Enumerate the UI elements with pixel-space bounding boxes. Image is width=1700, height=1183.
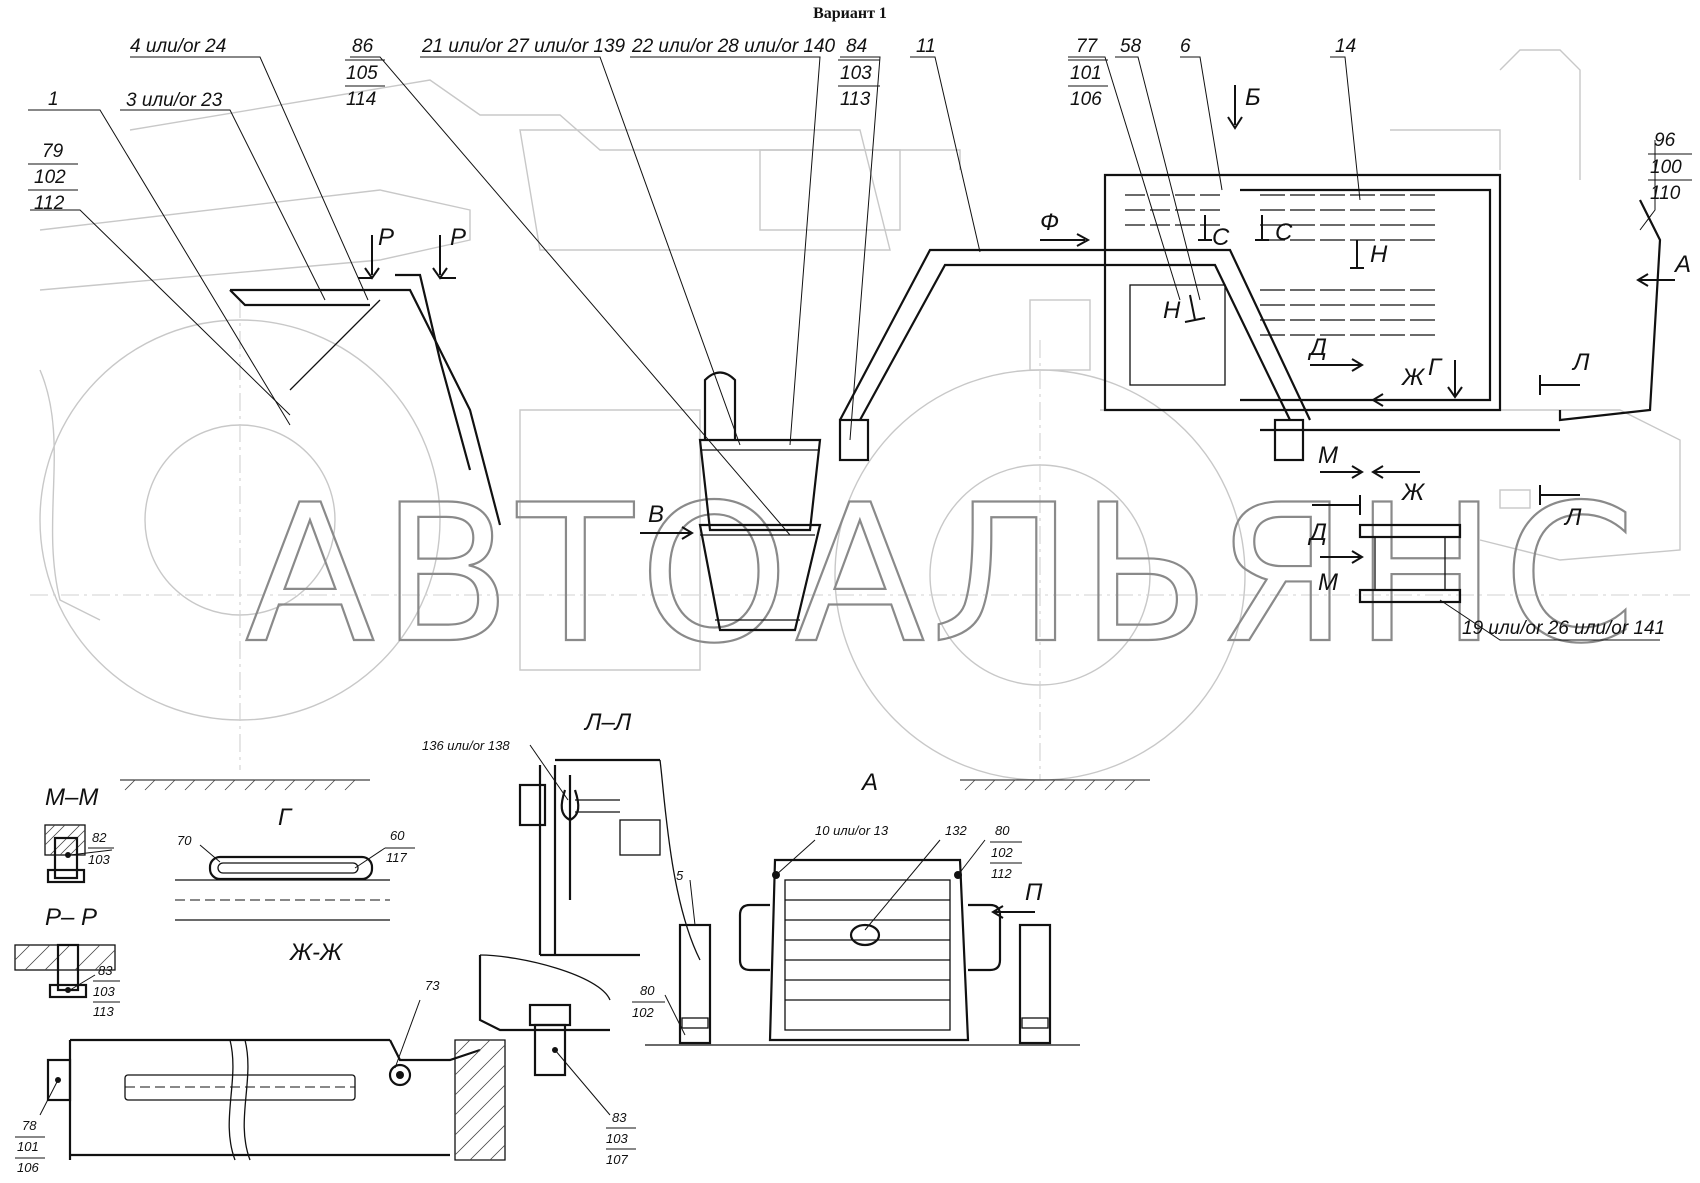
mark-C-1: С	[1212, 224, 1230, 251]
mark-M-2: М	[1318, 569, 1338, 596]
view-A-callout-80a-a: 80	[995, 823, 1010, 838]
callout-96-b: 100	[1650, 157, 1682, 178]
leader-lines	[28, 56, 1660, 641]
section-G: Г 70 60 117	[175, 804, 415, 921]
callout-1: 1	[48, 89, 59, 110]
callout-84-a: 84	[846, 36, 867, 57]
section-PP-title: Р– Р	[45, 904, 97, 931]
mark-M-1: М	[1318, 442, 1338, 469]
callout-77-b: 101	[1070, 63, 1102, 84]
callout-58: 58	[1120, 36, 1142, 57]
rear-step-part	[1358, 523, 1462, 604]
mark-B: Б	[1245, 84, 1261, 111]
section-G-callout-right-a: 60	[390, 828, 405, 843]
section-ZhZh-callout-right-a: 83	[612, 1110, 627, 1125]
view-A-arrow-label: П	[1025, 879, 1043, 906]
callout-84-b: 103	[840, 63, 872, 84]
section-PP-callout-b: 103	[93, 984, 115, 999]
section-ZhZh-callout-73: 73	[425, 978, 440, 993]
ground-line	[120, 779, 1150, 791]
view-A-callout-80a-b: 102	[991, 845, 1013, 860]
mark-D-2: Д	[1307, 519, 1327, 546]
section-PP-callout-c: 113	[93, 1004, 114, 1019]
section-LL: Л–Л 136 или/or 138	[422, 709, 701, 961]
section-G-callout-left: 70	[177, 833, 192, 848]
section-MM-callout-b: 103	[88, 852, 110, 867]
section-MM: М–М 82 103	[44, 784, 114, 884]
section-PP-callout-a: 83	[98, 963, 113, 978]
callout-96-c: 110	[1650, 183, 1681, 204]
handrail-frame-part	[838, 248, 1311, 462]
callout-79-b: 102	[34, 167, 66, 188]
callout-96-a: 96	[1654, 130, 1676, 151]
view-A-callout-80b-a: 80	[640, 983, 655, 998]
section-LL-title: Л–Л	[583, 709, 632, 736]
mark-H-2: Н	[1163, 297, 1181, 324]
section-ZhZh-callout-left-b: 101	[17, 1139, 39, 1154]
section-marks: Р Р Б Ф С С Н Н А Д Ж Г Л Л М Ж Д М	[358, 84, 1691, 596]
mark-A: А	[1673, 251, 1691, 278]
main-view-callouts: 1 79 102 112 3 или/or 23 4 или/or 24 86 …	[28, 36, 1692, 639]
cabin-side-panel-part	[1103, 173, 1662, 432]
view-A-callout-5: 5	[676, 868, 684, 883]
view-A-callout-80a-c: 112	[991, 866, 1012, 881]
callout-19: 19 или/or 26 или/or 141	[1462, 618, 1665, 639]
drawing-title: Вариант 1	[813, 5, 887, 22]
callout-11: 11	[916, 36, 936, 57]
mark-D-1: Д	[1307, 334, 1327, 361]
tractor-outline-background	[30, 49, 1690, 781]
louver-grid	[1125, 194, 1435, 336]
callout-86-a: 86	[352, 36, 374, 57]
callout-22: 22 или/or 28 или/or 140	[631, 36, 836, 57]
mark-Zh-1: Ж	[1401, 364, 1426, 391]
mark-F: Ф	[1040, 209, 1059, 236]
callout-86-b: 105	[346, 63, 378, 84]
callout-77-a: 77	[1076, 36, 1099, 57]
mark-P-1: Р	[378, 224, 394, 251]
section-MM-callout-a: 82	[92, 830, 107, 845]
mark-C-2: С	[1275, 219, 1293, 246]
mark-L-2: Л	[1563, 504, 1582, 531]
view-A-callout-132: 132	[945, 823, 967, 838]
callout-86-c: 114	[346, 89, 376, 110]
callout-79-a: 79	[42, 141, 64, 162]
mark-L-1: Л	[1571, 349, 1590, 376]
section-ZhZh-callout-left-c: 106	[17, 1160, 39, 1175]
view-A-title: А	[860, 769, 878, 796]
view-A: А П 10 или/or 13 132 80 102 112 5 80 102	[632, 769, 1080, 1046]
section-G-title: Г	[278, 804, 293, 831]
section-ZhZh: Ж-Ж 73 78 101 106 83 103 107	[15, 939, 636, 1175]
section-ZhZh-callout-right-c: 107	[606, 1152, 628, 1167]
section-G-callout-right-b: 117	[386, 850, 407, 865]
callout-6: 6	[1180, 36, 1191, 57]
section-ZhZh-callout-left-a: 78	[22, 1118, 37, 1133]
callout-79-c: 112	[34, 193, 65, 214]
step-ladder-part	[698, 371, 822, 632]
mark-H-1: Н	[1370, 241, 1388, 268]
view-A-callout-80b-b: 102	[632, 1005, 654, 1020]
mark-G: Г	[1428, 354, 1443, 381]
callout-4: 4 или/or 24	[130, 36, 226, 57]
section-ZhZh-callout-right-b: 103	[606, 1131, 628, 1146]
section-PP: Р– Р 83 103 113	[14, 904, 120, 1019]
callout-3: 3 или/or 23	[126, 90, 223, 111]
mark-V: В	[648, 501, 664, 528]
callout-77-c: 106	[1070, 89, 1102, 110]
view-A-callout-10: 10 или/or 13	[815, 823, 889, 838]
mark-Zh-2: Ж	[1401, 479, 1426, 506]
section-ZhZh-title: Ж-Ж	[289, 939, 344, 966]
section-LL-callout: 136 или/or 138	[422, 738, 510, 753]
callout-14: 14	[1335, 36, 1356, 57]
section-MM-title: М–М	[45, 784, 98, 811]
mark-P-2: Р	[450, 224, 466, 251]
callout-84-c: 113	[840, 89, 871, 110]
watermark: АВТОАЛЬЯНС	[245, 464, 1642, 685]
callout-21: 21 или/or 27 или/or 139	[421, 36, 626, 57]
